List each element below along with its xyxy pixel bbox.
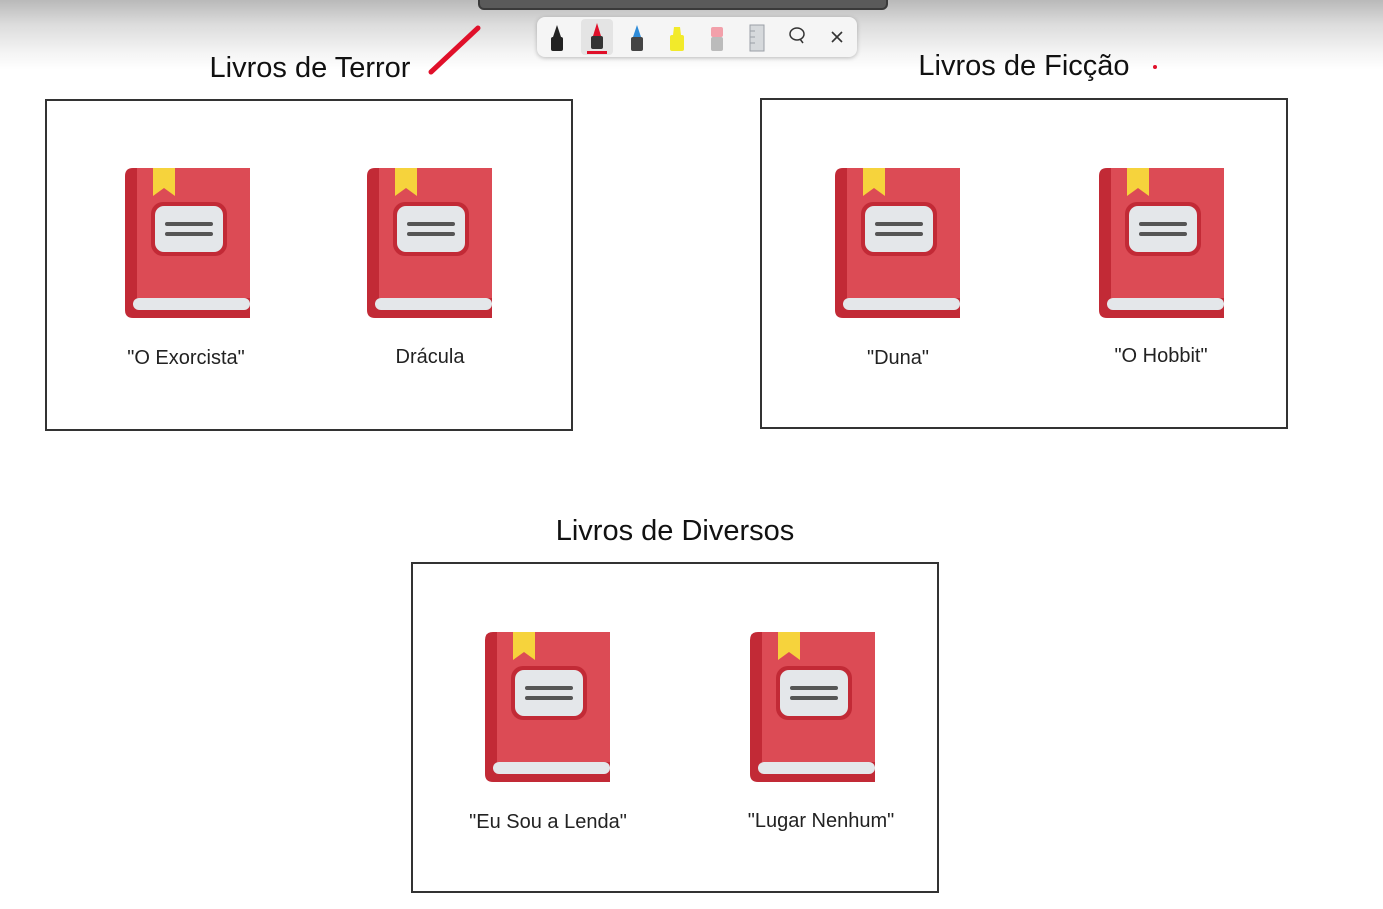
- book-icon: [748, 630, 876, 786]
- ink-dot-annotation: [1153, 65, 1157, 69]
- book-title: Drácula: [395, 346, 465, 368]
- section-title-terror: Livros de Terror: [209, 52, 411, 84]
- book-icon: [483, 630, 611, 786]
- ink-stroke-annotation: [428, 25, 481, 75]
- book-title: "O Hobbit": [1114, 345, 1208, 367]
- eraser-tool[interactable]: [701, 19, 733, 55]
- pen-icon: [631, 25, 643, 51]
- book-icon: [833, 166, 961, 322]
- section-title-diversos: Livros de Diversos: [555, 515, 795, 547]
- book-title: "Lugar Nenhum": [747, 810, 895, 832]
- pen-red-tool[interactable]: [581, 19, 613, 55]
- ink-toolbar: [537, 17, 857, 57]
- book-icon: [1097, 166, 1225, 322]
- book-title: "Eu Sou a Lenda": [469, 811, 627, 833]
- pen-blue-tool[interactable]: [621, 19, 653, 55]
- ruler-icon: [749, 24, 765, 52]
- pen-black-tool[interactable]: [541, 19, 573, 55]
- close-toolbar-button[interactable]: [821, 19, 853, 55]
- close-icon: [831, 31, 843, 43]
- book-title: "Duna": [866, 347, 930, 369]
- ruler-tool[interactable]: [741, 19, 773, 55]
- lasso-tool[interactable]: [781, 19, 813, 55]
- book-icon: [123, 166, 251, 322]
- section-title-ficcao: Livros de Ficção: [918, 50, 1130, 82]
- highlighter-tool[interactable]: [661, 19, 693, 55]
- window-tab-bar: [478, 0, 888, 10]
- pen-icon: [551, 25, 563, 51]
- lasso-icon: [789, 27, 805, 44]
- book-icon: [365, 166, 493, 322]
- pen-icon: [587, 23, 607, 54]
- highlighter-icon: [670, 27, 684, 51]
- book-title: "O Exorcista": [127, 347, 245, 369]
- eraser-icon: [711, 27, 723, 51]
